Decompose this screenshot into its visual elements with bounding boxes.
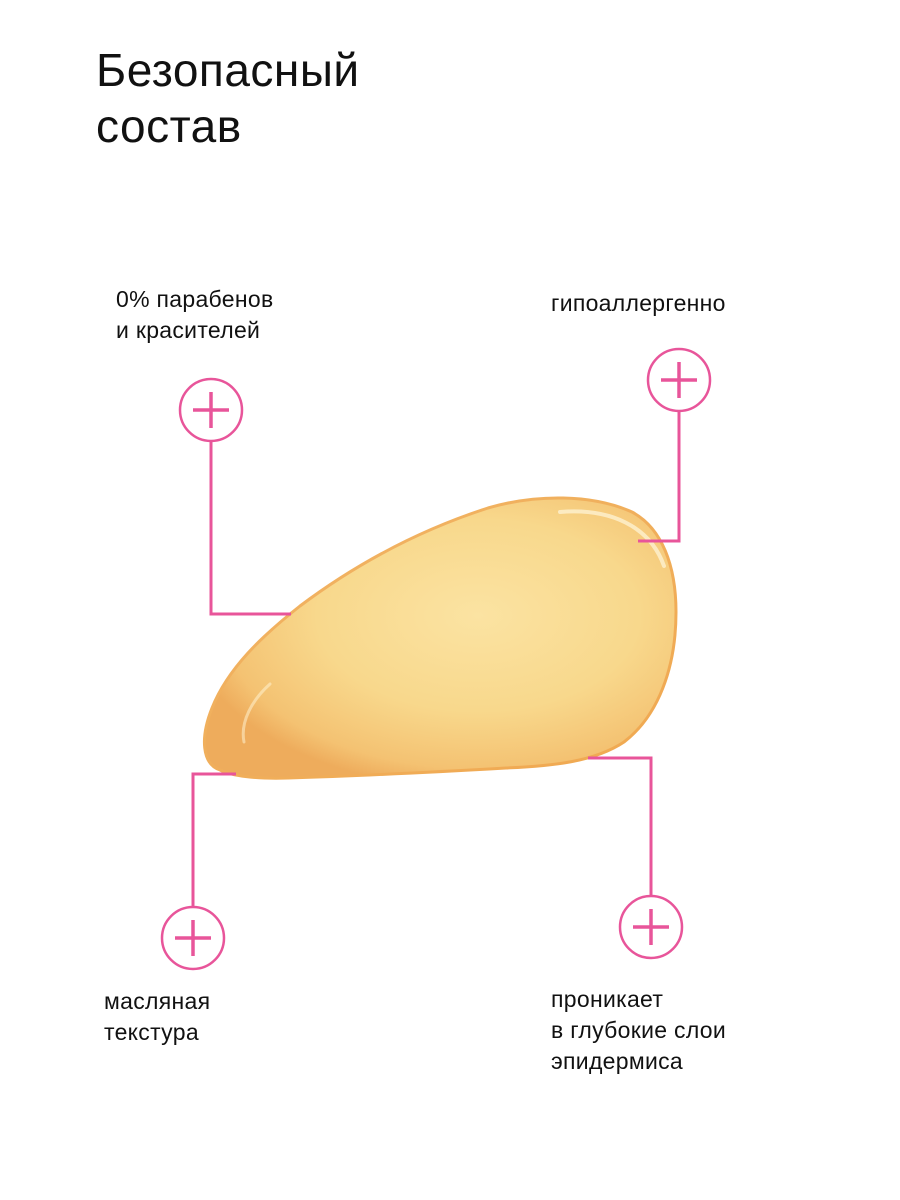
page-title: Безопасный состав <box>96 42 360 154</box>
feature-label-line: эпидермиса <box>551 1048 683 1074</box>
oil-drop-highlight-lower <box>241 682 272 744</box>
plus-icon <box>160 905 226 971</box>
title-line-2: состав <box>96 100 242 152</box>
title-line-1: Безопасный <box>96 44 360 96</box>
connector-line-4 <box>588 756 653 896</box>
oil-drop-image <box>202 496 678 780</box>
connector-line-3 <box>191 772 236 907</box>
connector-line-2 <box>638 411 681 543</box>
feature-label-line: текстура <box>104 1019 199 1045</box>
feature-oily-texture: масляная текстура <box>104 986 210 1048</box>
feature-label-line: 0% парабенов <box>116 286 274 312</box>
feature-deep-penetration: проникает в глубокие слои эпидермиса <box>551 984 726 1077</box>
feature-label-line: гипоаллергенно <box>551 290 726 316</box>
feature-label-line: масляная <box>104 988 211 1014</box>
oil-drop-highlight <box>558 509 666 568</box>
plus-icon <box>646 347 712 413</box>
feature-no-parabens: 0% парабенов и красителей <box>116 284 273 346</box>
connector-line-1 <box>209 441 291 616</box>
plus-icon <box>178 377 244 443</box>
feature-label-line: в глубокие слои <box>551 1017 727 1043</box>
plus-icon <box>618 894 684 960</box>
feature-hypoallergenic: гипоаллергенно <box>551 288 726 319</box>
feature-label-line: и красителей <box>116 317 261 343</box>
feature-label-line: проникает <box>551 986 664 1012</box>
